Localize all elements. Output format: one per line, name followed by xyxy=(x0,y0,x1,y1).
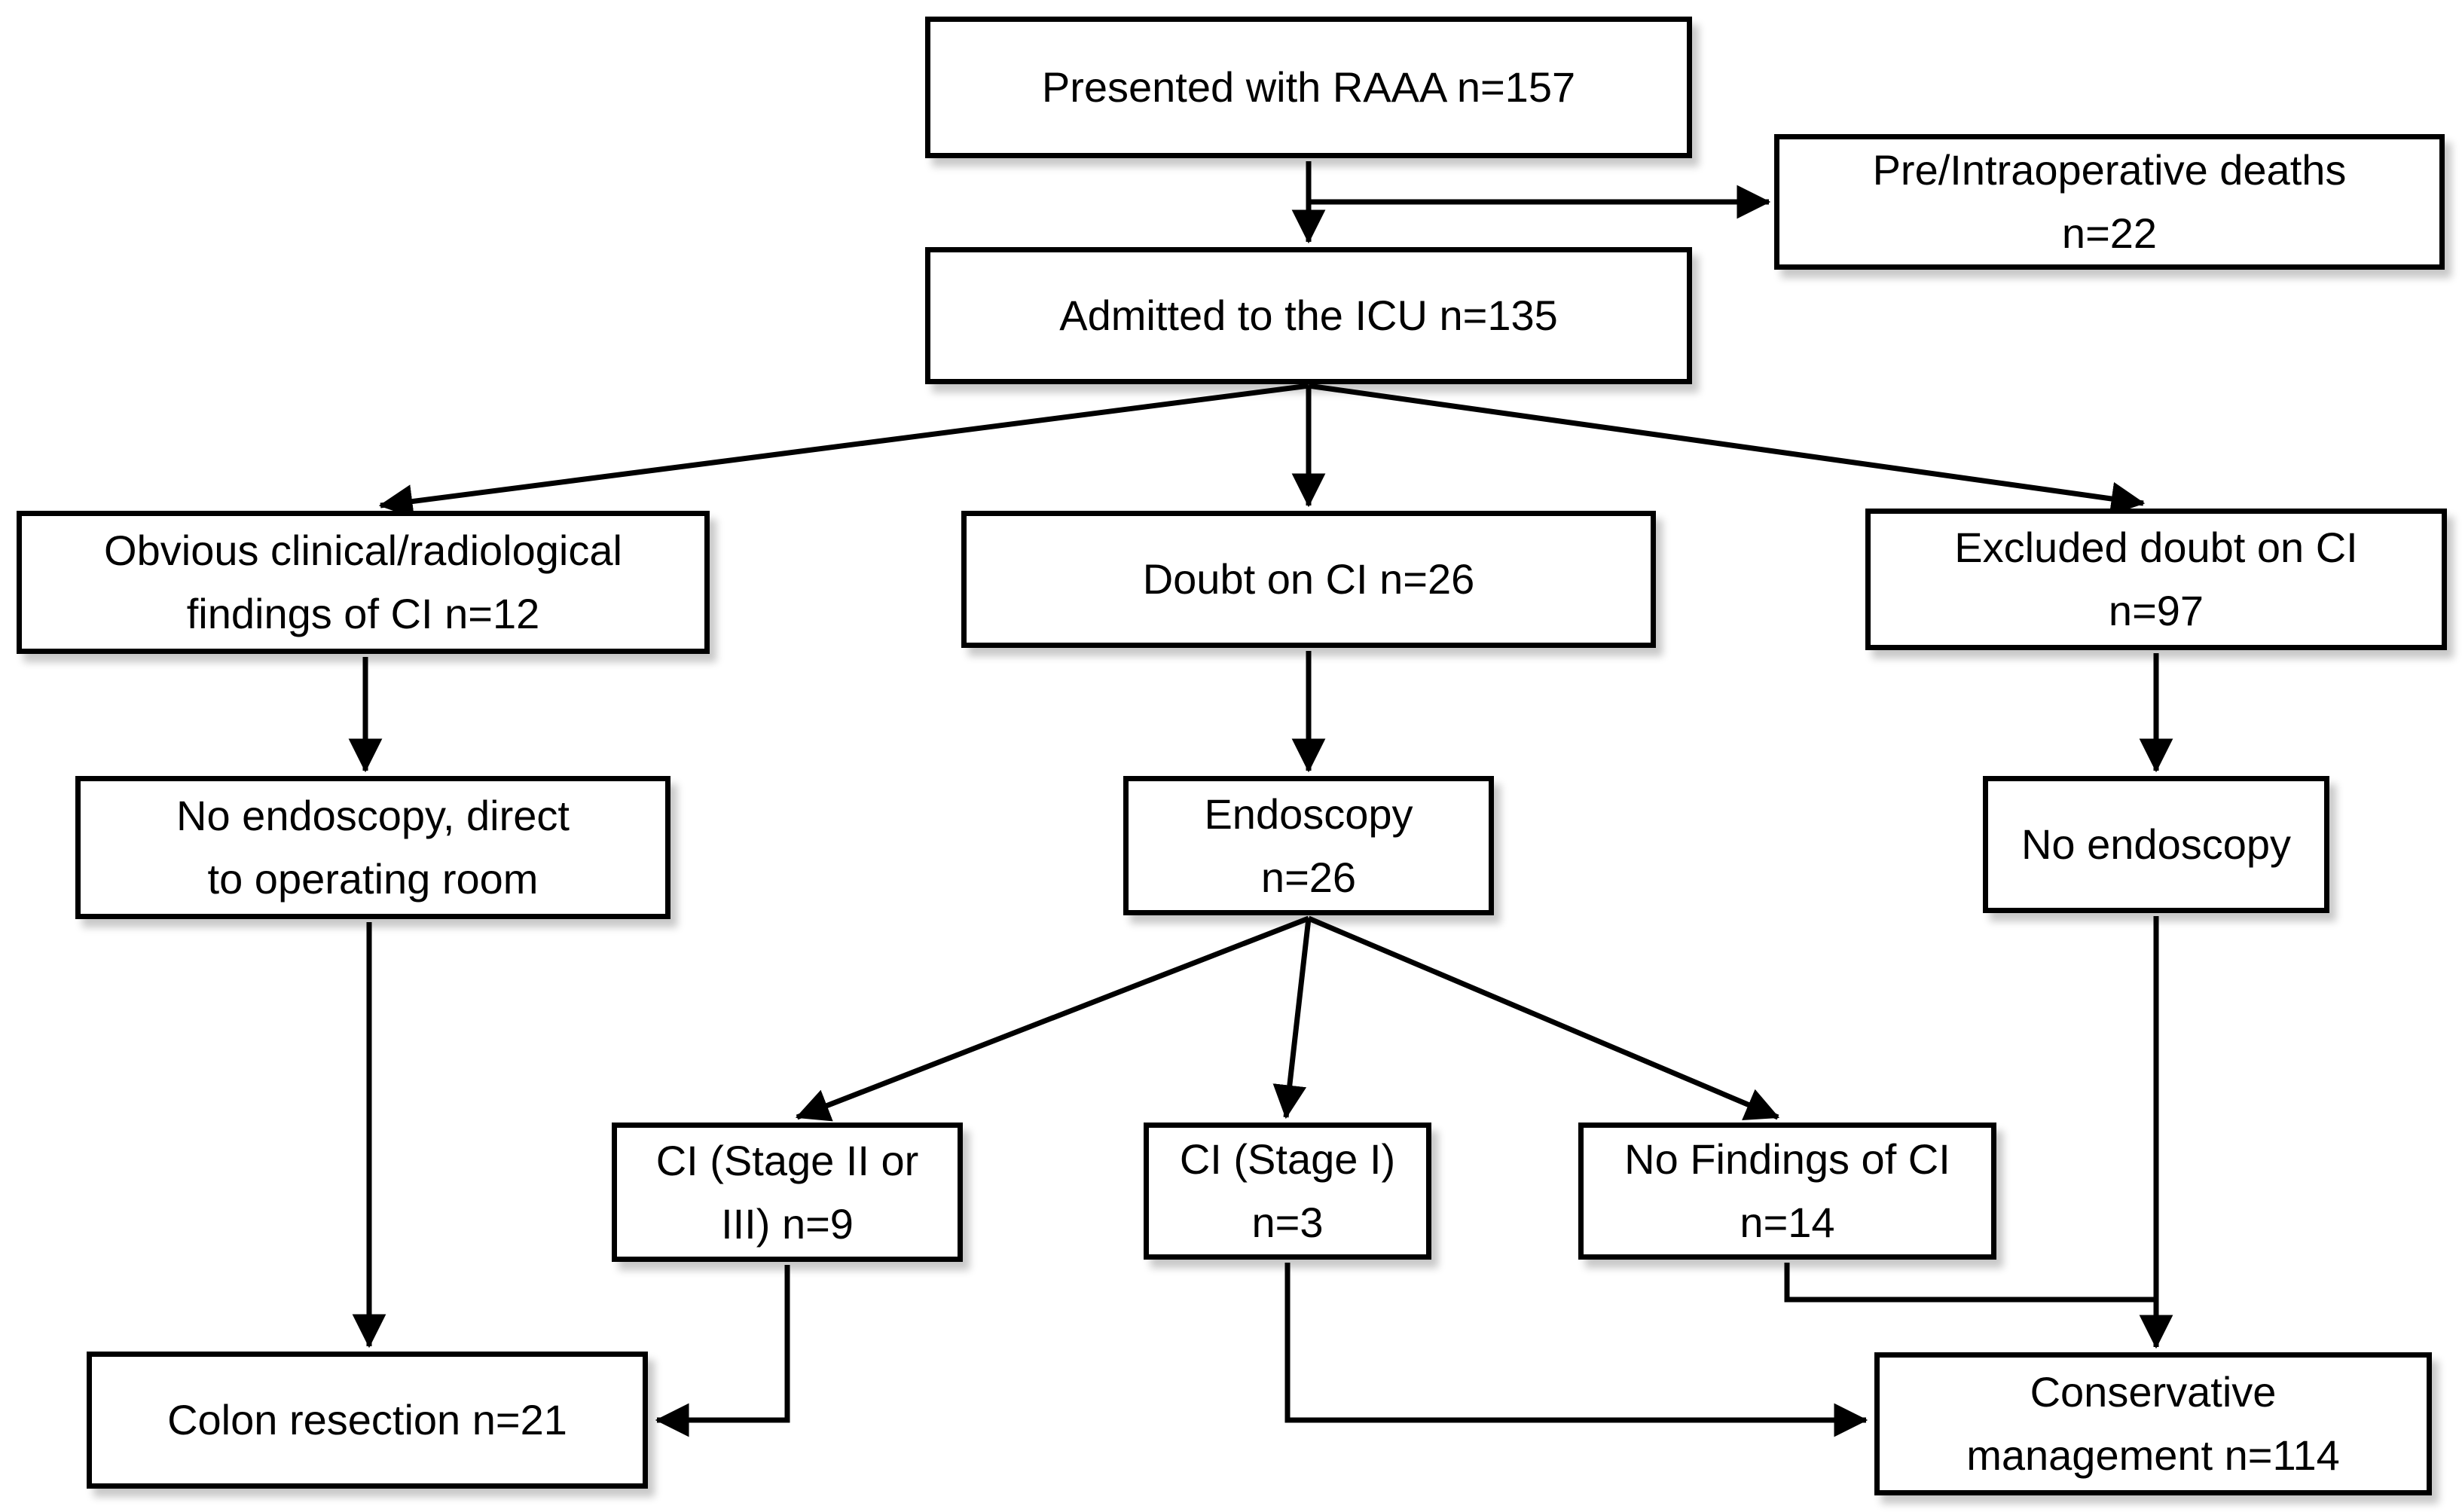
node-obvious-findings-of-ci: Obvious clinical/radiological findings o… xyxy=(17,511,710,654)
node-ci-stage-1: CI (Stage I) n=3 xyxy=(1144,1123,1431,1260)
node-label-line: Endoscopy xyxy=(1204,790,1413,838)
node-label-line: Presented with RAAA n=157 xyxy=(1041,63,1576,111)
node-conservative-management: Conservative management n=114 xyxy=(1874,1352,2432,1495)
arrow-icu-to-obvious xyxy=(378,383,1309,518)
node-label-line: Obvious clinical/radiological xyxy=(104,527,622,574)
node-label-line: Excluded doubt on CI xyxy=(1954,524,2358,571)
arrow-endoscopy-to-nofindings xyxy=(1307,915,1780,1121)
arrow-endoscopy-to-cistage23 xyxy=(795,915,1310,1122)
node-admitted-to-icu: Admitted to the ICU n=135 xyxy=(925,247,1692,384)
node-label-line: III) n=9 xyxy=(721,1199,854,1248)
node-label-line: Conservative xyxy=(2030,1368,2277,1416)
node-label-line: n=26 xyxy=(1260,853,1357,901)
node-excluded-doubt-on-ci: Excluded doubt on CI n=97 xyxy=(1865,509,2447,650)
arrow-cistage23-to-colonresection xyxy=(655,1265,790,1437)
node-label-line: No endoscopy, direct xyxy=(176,792,570,839)
arrow-cistage1-to-conservative xyxy=(1284,1263,1868,1437)
node-no-endoscopy-direct-to-or: No endoscopy, direct to operating room xyxy=(75,776,670,919)
arrow-icu-to-excluded xyxy=(1308,383,2146,516)
node-ci-stage-2-or-3: CI (Stage II or III) n=9 xyxy=(612,1123,963,1262)
node-label-line: Colon resection n=21 xyxy=(167,1396,567,1443)
node-endoscopy: Endoscopy n=26 xyxy=(1123,776,1494,915)
node-label-line: Doubt on CI n=26 xyxy=(1142,555,1475,603)
node-label-line: CI (Stage I) xyxy=(1179,1135,1396,1183)
node-doubt-on-ci: Doubt on CI n=26 xyxy=(961,511,1656,648)
node-label-line: No endoscopy xyxy=(2021,820,2291,868)
node-label-line: No Findings of CI xyxy=(1624,1135,1950,1183)
node-no-endoscopy: No endoscopy xyxy=(1983,776,2329,913)
node-label-line: Pre/Intraoperative deaths xyxy=(1872,146,2347,194)
line-nofindings-join xyxy=(1784,1263,2156,1303)
node-label-line: management n=114 xyxy=(1966,1431,2340,1479)
node-label-line: findings of CI n=12 xyxy=(186,590,540,637)
node-label-line: n=22 xyxy=(2061,209,2158,257)
node-pre-intraoperative-deaths: Pre/Intraoperative deaths n=22 xyxy=(1774,134,2445,270)
arrow-endoscopy-to-cistage1 xyxy=(1272,918,1312,1119)
node-presented-with-raaa: Presented with RAAA n=157 xyxy=(925,17,1692,158)
node-label-line: n=97 xyxy=(2108,587,2204,634)
node-label-line: n=14 xyxy=(1740,1199,1835,1246)
node-colon-resection: Colon resection n=21 xyxy=(87,1352,648,1489)
node-label-line: to operating room xyxy=(207,855,539,903)
node-label-line: CI (Stage II or xyxy=(655,1136,919,1184)
node-no-findings-of-ci: No Findings of CI n=14 xyxy=(1578,1123,1996,1260)
node-label-line: n=3 xyxy=(1251,1199,1324,1246)
node-label-line: Admitted to the ICU n=135 xyxy=(1059,292,1558,339)
